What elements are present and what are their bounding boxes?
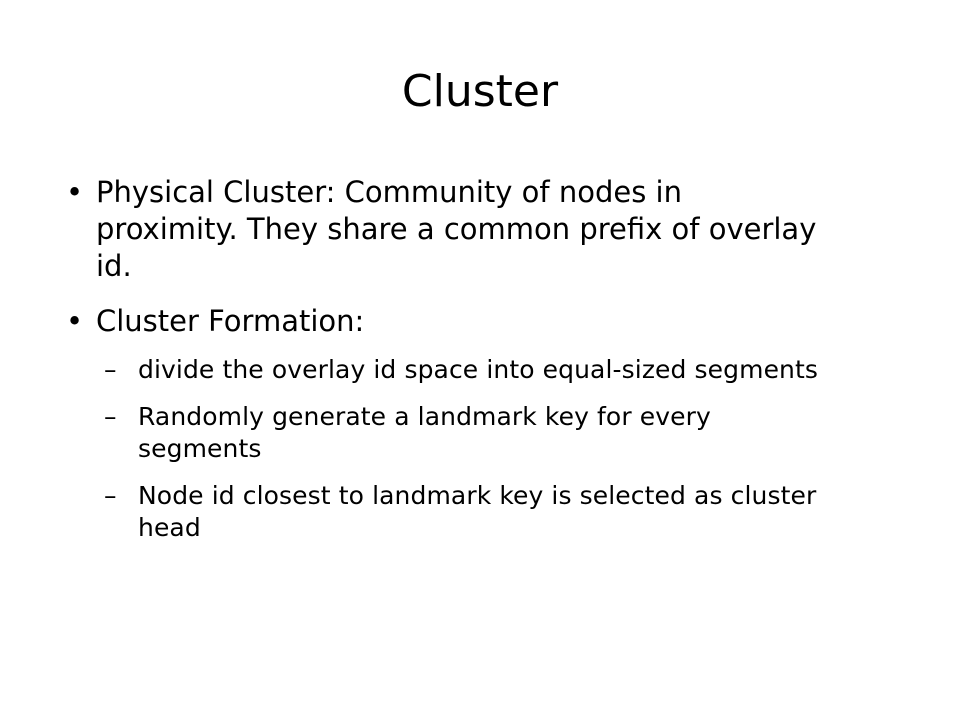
sub-bullet-marker: – bbox=[104, 402, 117, 431]
sub-bullet-marker: – bbox=[104, 481, 117, 510]
slide-content: • Physical Cluster: Community of nodes i… bbox=[66, 174, 826, 559]
sub-bullet-item: – Node id closest to landmark key is sel… bbox=[104, 480, 826, 544]
bullet-item: • Cluster Formation: bbox=[66, 303, 826, 340]
bullet-marker: • bbox=[66, 175, 84, 209]
sub-bullet-item: – divide the overlay id space into equal… bbox=[104, 354, 826, 386]
bullet-item: • Physical Cluster: Community of nodes i… bbox=[66, 174, 826, 285]
bullet-marker: • bbox=[66, 304, 84, 338]
sub-bullet-marker: – bbox=[104, 355, 117, 384]
sub-bullet-item: – Randomly generate a landmark key for e… bbox=[104, 401, 826, 465]
bullet-text: Physical Cluster: Community of nodes in … bbox=[96, 175, 817, 283]
sub-bullet-text: Node id closest to landmark key is selec… bbox=[138, 481, 817, 542]
sub-bullet-text: Randomly generate a landmark key for eve… bbox=[138, 402, 711, 463]
slide-title: Cluster bbox=[401, 66, 559, 117]
sub-bullet-text: divide the overlay id space into equal-s… bbox=[138, 355, 819, 384]
bullet-text: Cluster Formation: bbox=[96, 304, 365, 338]
